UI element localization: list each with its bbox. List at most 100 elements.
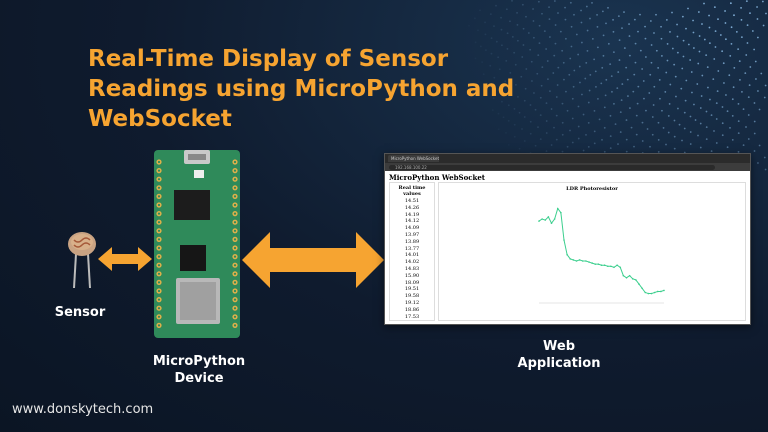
- decor-dot: [633, 73, 636, 76]
- decor-dot: [621, 27, 623, 30]
- browser-tab[interactable]: MicroPython WebSocket: [388, 155, 439, 162]
- decor-dot: [745, 0, 748, 3]
- decor-dot: [676, 51, 679, 54]
- board-pin-hole: [233, 289, 237, 293]
- decor-dot: [561, 49, 564, 52]
- board-pin-hole: [233, 264, 237, 267]
- decor-dot: [562, 61, 565, 64]
- data-point: [663, 289, 665, 292]
- decor-dot: [516, 11, 518, 14]
- decor-dot: [698, 35, 701, 37]
- decor-dot: [730, 26, 733, 29]
- decor-dot: [509, 71, 512, 74]
- decor-dot: [481, 61, 484, 64]
- reading-row: 14.51: [404, 198, 420, 204]
- website-url[interactable]: www.donskytech.com: [12, 402, 154, 417]
- decor-dot: [534, 108, 537, 111]
- decor-dot: [601, 66, 604, 69]
- decor-dot: [723, 82, 725, 84]
- decor-dot: [745, 126, 747, 128]
- decor-dot: [708, 14, 710, 17]
- decor-dot: [682, 39, 685, 42]
- decor-dot: [546, 60, 549, 62]
- decor-dot: [554, 42, 557, 45]
- decor-dot: [756, 6, 758, 8]
- decor-dot: [533, 92, 535, 94]
- decor-dot: [693, 103, 695, 106]
- decor-dot: [739, 78, 741, 81]
- board-pin-hole: [157, 246, 161, 250]
- decor-dot: [563, 78, 565, 81]
- board-pin-hole: [157, 324, 161, 327]
- decor-dot: [644, 25, 646, 28]
- data-point: [566, 253, 568, 256]
- decor-dot: [484, 49, 487, 52]
- decor-dot: [674, 75, 677, 78]
- decor-dot: [607, 42, 610, 45]
- decor-dot: [609, 63, 612, 66]
- data-point: [563, 239, 565, 241]
- decor-dot: [474, 41, 477, 44]
- decor-dot: [626, 78, 629, 81]
- reading-row: 18.09: [404, 279, 420, 286]
- decor-dot: [641, 140, 644, 142]
- reading-row: 13.97: [404, 231, 420, 238]
- data-point: [572, 259, 575, 261]
- decor-dot: [700, 95, 703, 97]
- decor-dot: [625, 138, 628, 141]
- decor-dot: [660, 55, 663, 57]
- decor-dot: [676, 23, 678, 26]
- decor-dot: [539, 96, 542, 99]
- decor-dot: [714, 30, 717, 33]
- data-point: [613, 266, 615, 269]
- data-point: [585, 260, 587, 262]
- decor-dot: [629, 107, 631, 109]
- reading-row: 19.58: [404, 293, 420, 300]
- decor-dot: [650, 61, 653, 64]
- decor-dot: [697, 134, 699, 137]
- decor-dot: [596, 13, 598, 16]
- decor-dot: [534, 144, 537, 147]
- decor-dot: [555, 96, 558, 98]
- decor-dot: [657, 151, 660, 153]
- sensor-device-arrow-icon: [98, 247, 152, 271]
- data-point: [560, 211, 562, 214]
- data-point: [638, 283, 640, 285]
- board-pin-hole: [157, 307, 161, 310]
- decor-dot: [669, 31, 671, 33]
- decor-dot: [756, 36, 759, 39]
- decor-dot: [571, 117, 574, 120]
- data-point: [660, 290, 662, 293]
- decor-dot: [616, 87, 619, 90]
- decor-dot: [692, 47, 695, 49]
- decor-dot: [666, 43, 669, 45]
- readings-header: Real time values: [398, 185, 426, 197]
- decor-dot: [668, 103, 671, 105]
- decor-dot: [589, 17, 591, 20]
- decor-dot: [683, 127, 686, 130]
- decor-dot: [748, 84, 751, 87]
- decor-dot: [731, 138, 734, 141]
- board-pin-hole: [157, 238, 161, 241]
- decor-dot: [726, 110, 729, 113]
- decor-dot: [745, 54, 748, 56]
- data-point: [600, 264, 603, 266]
- decor-dot: [602, 54, 605, 57]
- decor-dot: [760, 72, 763, 75]
- decor-dot: [517, 95, 519, 98]
- decor-dot: [632, 90, 635, 93]
- decor-dot: [652, 104, 655, 106]
- decor-dot: [570, 45, 573, 48]
- decor-dot: [653, 85, 656, 88]
- decor-dot: [705, 110, 708, 113]
- board-pin-hole: [233, 238, 237, 241]
- decor-dot: [659, 97, 661, 100]
- decor-dot: [603, 126, 606, 129]
- decor-dot: [569, 57, 572, 60]
- decor-dot: [501, 100, 503, 103]
- decor-dot: [525, 68, 528, 70]
- address-bar[interactable]: 192.168.100.22: [389, 164, 715, 170]
- decor-dot: [559, 30, 562, 33]
- decor-dot: [733, 14, 735, 17]
